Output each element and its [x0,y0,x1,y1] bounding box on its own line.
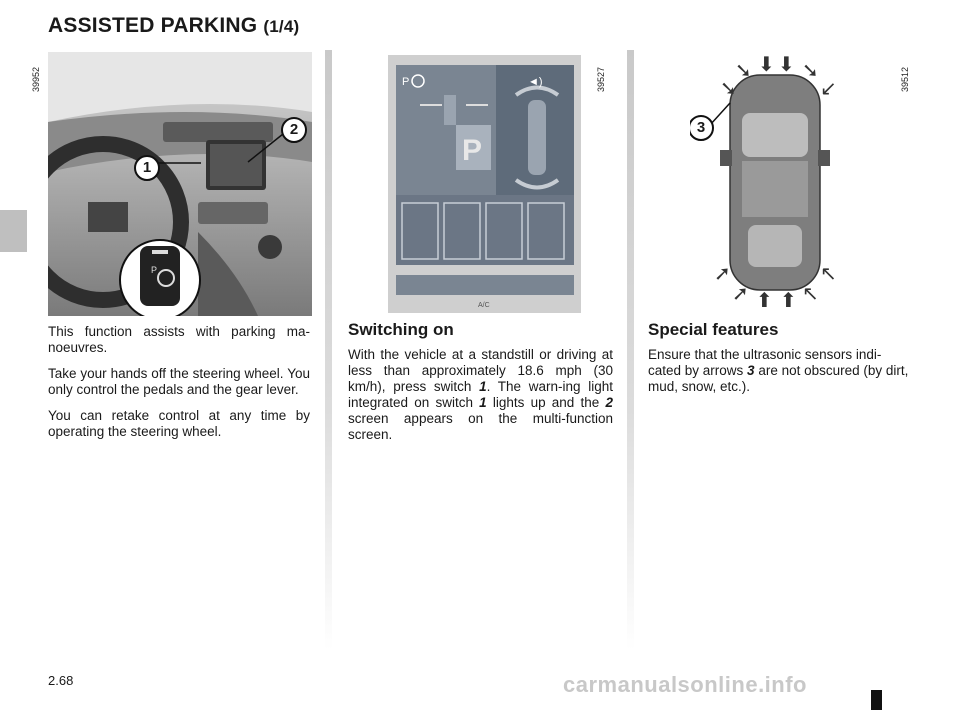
title-fraction: (1/4) [263,17,300,36]
figure-ref-car: 39512 [900,66,910,92]
svg-text:➘: ➘ [720,76,737,100]
ref-switch-1b: 1 [479,395,487,410]
special-text-1: Ensure that the ultrasonic sensors indi-… [648,347,882,378]
corner-marker [871,690,882,710]
screen-ac-label: A/C [478,302,490,309]
hands-off-paragraph: Take your hands off the steering wheel. … [48,366,310,397]
column-divider-2 [627,50,634,650]
svg-text:⬆: ⬆ [756,288,773,310]
callout-3: 3 [690,115,714,141]
chapter-tab [0,210,27,252]
left-column-text: This function assists with parking ma-no… [48,324,310,450]
svg-text:↖: ↖ [802,281,819,305]
column-divider-1 [325,50,332,650]
svg-text:➚: ➚ [714,261,731,285]
ref-arrows-3: 3 [747,363,755,378]
svg-text:➘: ➘ [735,58,752,82]
right-column-text: Special features Ensure that the ultraso… [648,320,913,405]
switching-on-heading: Switching on [348,320,454,339]
page-title: ASSISTED PARKING (1/4) [48,14,299,38]
special-text-2: are not obscured (by dirt, mud, snow, et… [648,363,909,394]
svg-text:➘: ➘ [802,58,819,82]
parking-screen-illustration: P P ◄) A/C 2 [388,55,581,313]
switching-on-paragraph: With the vehicle at a standstill or driv… [348,347,613,443]
svg-text:⬇: ⬇ [758,55,775,76]
watermark: carmanualsonline.info [563,672,807,697]
ref-switch-1: 1 [479,379,487,394]
svg-text:P: P [462,134,482,167]
middle-column-text: Switching on With the vehicle at a stand… [348,320,613,453]
callout-2: 2 [281,117,307,143]
svg-text:⬆: ⬆ [780,288,797,310]
switching-text-4: screen appears on the multi-function scr… [348,411,613,442]
special-features-paragraph: Ensure that the ultrasonic sensors indi-… [648,347,913,395]
svg-text:➚: ➚ [732,281,749,305]
switching-text-1: With the vehicle at a standstill or driv… [348,347,613,394]
ref-screen-2: 2 [605,395,613,410]
figure-ref-dashboard: 39952 [31,66,41,92]
svg-text:P: P [402,76,409,88]
car-top-view-illustration: ➘⬇⬇➘ ➘↙ ➚↖ ➚⬆⬆↖ 3 [690,55,860,310]
svg-text:↖: ↖ [820,261,837,285]
figure-ref-screen: 39527 [596,66,606,92]
callout-1: 1 [134,155,160,181]
switching-text-3: lights up and the [486,395,606,410]
svg-text:⬇: ⬇ [778,55,795,76]
svg-text:P: P [151,265,157,275]
retake-control-paragraph: You can retake control at any time by op… [48,408,310,439]
svg-text:◄): ◄) [528,76,543,88]
intro-paragraph: This function assists with parking ma-no… [48,324,310,355]
switching-text-2: . The warn-ing light integrated on switc… [348,379,613,410]
svg-text:↙: ↙ [820,76,837,100]
page-number: 2.68 [48,673,74,688]
title-text: ASSISTED PARKING [48,14,258,37]
special-features-heading: Special features [648,320,779,339]
dashboard-illustration: P 1 2 [48,52,312,316]
